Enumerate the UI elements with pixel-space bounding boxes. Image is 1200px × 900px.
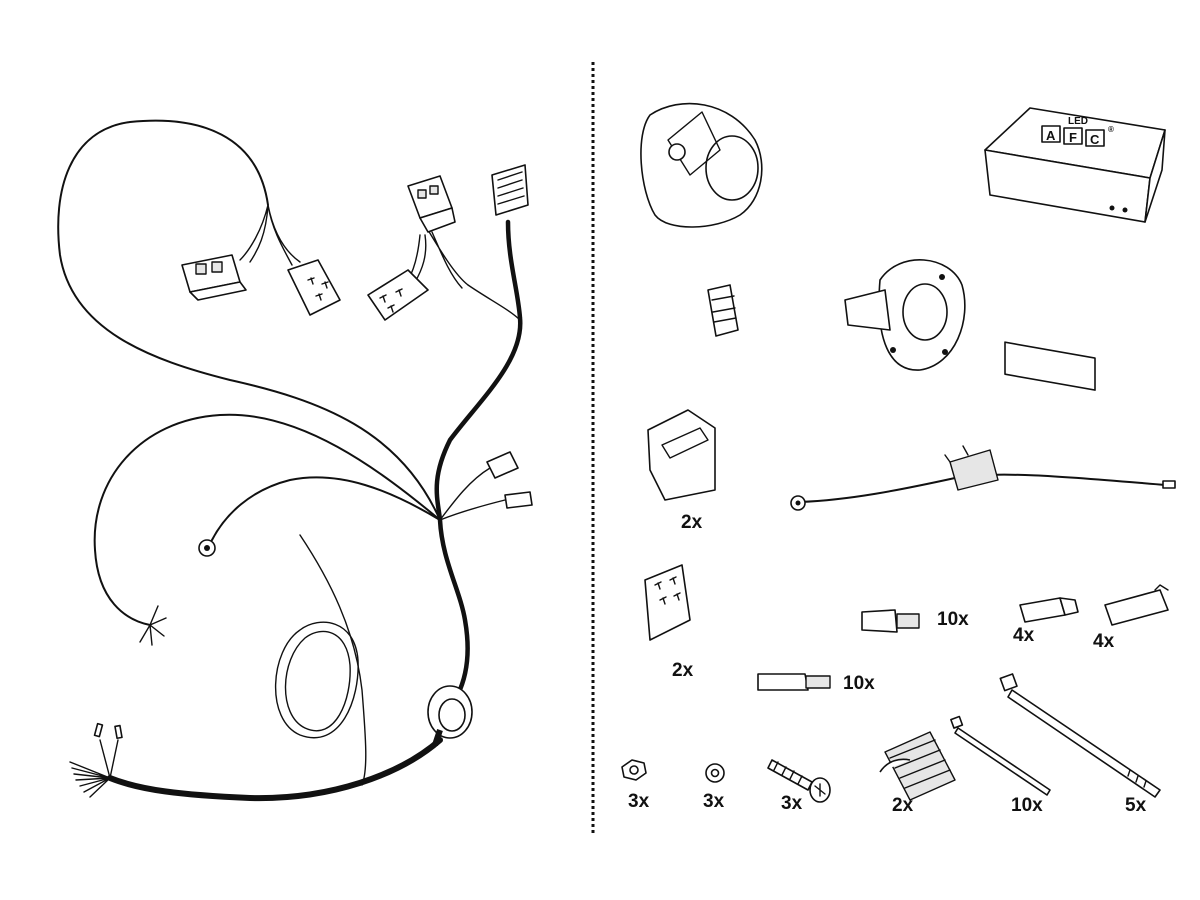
adhesive-pad	[879, 731, 956, 801]
socket-housing	[647, 409, 716, 501]
relay-module	[707, 284, 739, 337]
module-logo-letter-c: C	[1090, 132, 1100, 147]
module-logo-letter-a: A	[1046, 128, 1056, 143]
connector-male-top	[367, 269, 429, 321]
trailer-socket	[640, 102, 763, 228]
connector-multipin	[491, 164, 529, 216]
flat-terminal	[861, 609, 920, 633]
qty-nut: 3x	[628, 791, 650, 812]
connector-female-top	[407, 175, 456, 233]
qty-flat-housing: 2x	[672, 660, 694, 681]
ring-terminal	[198, 539, 216, 557]
led-afc-module: LED A F C ®	[984, 107, 1166, 391]
qty-socket-housing: 2x	[681, 512, 703, 533]
lock-washer	[705, 763, 725, 783]
large-cable-tie	[999, 673, 1161, 798]
small-cable-tie	[950, 715, 1051, 796]
connector-small-right-2	[504, 491, 533, 509]
connector-small-right-1	[486, 451, 519, 479]
module-logo-top: LED	[1068, 116, 1088, 127]
qty-adhesive-pad: 2x	[892, 795, 914, 816]
qty-screw: 3x	[781, 793, 803, 814]
qty-flat-terminal: 10x	[937, 609, 969, 630]
flat-housing	[644, 564, 691, 641]
screw	[767, 759, 831, 803]
flange-socket	[844, 259, 966, 371]
harness-grommet	[427, 685, 473, 746]
wiring-harness	[57, 119, 533, 802]
connector-male-left	[287, 259, 341, 316]
qty-bullet-terminal: 10x	[843, 673, 875, 694]
qty-large-cable-tie: 5x	[1125, 795, 1147, 816]
qty-male-connector: 4x	[1013, 625, 1035, 646]
connector-female-left	[181, 254, 247, 301]
module-logo-letter-f: F	[1069, 130, 1077, 145]
module-logo-mark: ®	[1108, 125, 1114, 134]
qty-lock-washer: 3x	[703, 791, 725, 812]
qty-small-cable-tie: 10x	[1011, 795, 1043, 816]
male-connector	[1019, 597, 1079, 623]
female-connector	[1104, 584, 1169, 626]
nut	[621, 759, 647, 781]
qty-female-connector: 4x	[1093, 631, 1115, 652]
fused-wire	[790, 445, 1176, 511]
bullet-terminal	[757, 673, 831, 691]
